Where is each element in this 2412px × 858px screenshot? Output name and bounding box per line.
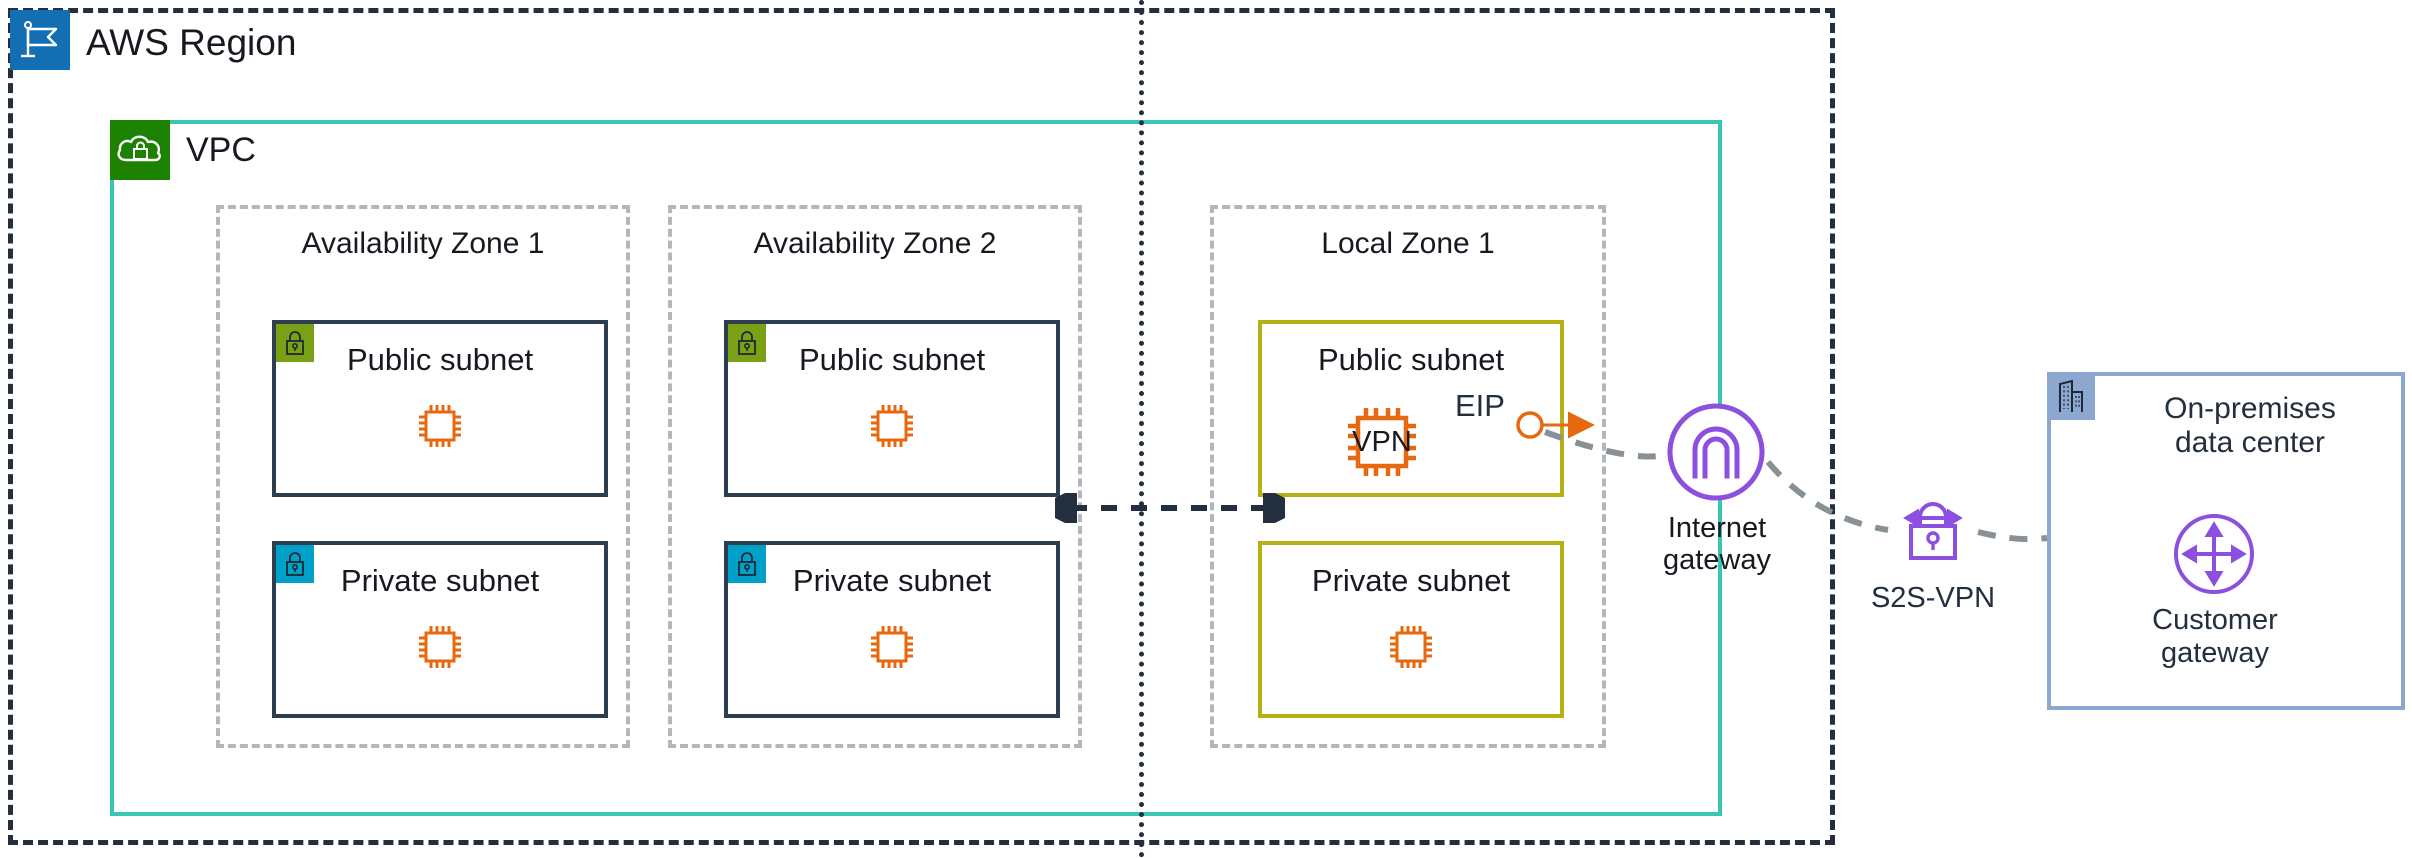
vpn-instance-chip-icon: VPN (1262, 398, 1636, 486)
subnet-az2-public-label: Public subnet (798, 342, 986, 377)
eip-label: EIP (1455, 388, 1505, 423)
s2svpn-to-onprem-line (1977, 529, 2048, 543)
green-lock-icon (728, 324, 766, 362)
availability-zone-1-container: Availability Zone 1 (216, 205, 630, 748)
vpc-label: VPC (186, 131, 256, 169)
subnet-lz1-public: Public subnet VPN (1258, 320, 1564, 497)
subnet-lz1-private: Private subnet (1258, 541, 1564, 718)
on-premises-label-line2: data center (2174, 426, 2326, 460)
ec2-chip-icon (728, 398, 1056, 454)
customer-gateway-label-line1: Customer (2152, 604, 2278, 636)
green-lock-icon (276, 324, 314, 362)
zone-divider-line (1139, 0, 1144, 858)
availability-zone-2-container: Availability Zone 2 (668, 205, 1082, 748)
s2s-vpn-icon (1893, 492, 1973, 572)
subnet-az2-private-label: Private subnet (792, 563, 992, 598)
customer-gateway-icon (2172, 512, 2256, 596)
s2s-vpn-label: S2S-VPN (1870, 582, 1996, 614)
subnet-az2-private: Private subnet (724, 541, 1060, 718)
az-to-localzone-arrow (1035, 487, 1305, 529)
ec2-chip-icon (276, 398, 604, 454)
aws-region-flag-icon (10, 10, 70, 70)
ec2-chip-icon (276, 619, 604, 675)
data-center-building-icon (2047, 372, 2095, 420)
subnet-lz1-private-label: Private subnet (1311, 563, 1511, 598)
internet-gateway-icon (1664, 400, 1768, 504)
on-premises-data-center-label: On-premises data center (2100, 392, 2400, 460)
blue-lock-icon (276, 545, 314, 583)
internet-gateway-label-line2: gateway (1662, 544, 1771, 577)
ec2-chip-icon (728, 619, 1056, 675)
local-zone-1-container: Local Zone 1 (1210, 205, 1606, 748)
aws-region-label: AWS Region (86, 22, 297, 63)
local-zone-1-label: Local Zone 1 (1321, 227, 1495, 260)
internet-gateway-label: Internet gateway (1612, 512, 1822, 577)
subnet-az1-private: Private subnet (272, 541, 608, 718)
availability-zone-2-label: Availability Zone 2 (753, 227, 997, 260)
vpn-instance-label: VPN (1352, 425, 1412, 458)
on-premises-label-line1: On-premises (2164, 392, 2336, 425)
subnet-az1-public-label: Public subnet (346, 342, 534, 377)
subnet-lz1-public-label: Public subnet (1317, 342, 1505, 377)
aws-region-container (8, 8, 1835, 845)
customer-gateway-label: Customer gateway (2110, 604, 2320, 670)
ec2-chip-icon (1262, 619, 1560, 675)
subnet-az2-public: Public subnet (724, 320, 1060, 497)
blue-lock-icon (728, 545, 766, 583)
customer-gateway-label-line2: gateway (2160, 637, 2269, 670)
subnet-az1-private-label: Private subnet (340, 563, 540, 598)
subnet-az1-public: Public subnet (272, 320, 608, 497)
vpc-cloud-lock-icon (110, 120, 170, 180)
internet-gateway-label-line1: Internet (1667, 512, 1767, 544)
availability-zone-1-label: Availability Zone 1 (301, 227, 545, 260)
